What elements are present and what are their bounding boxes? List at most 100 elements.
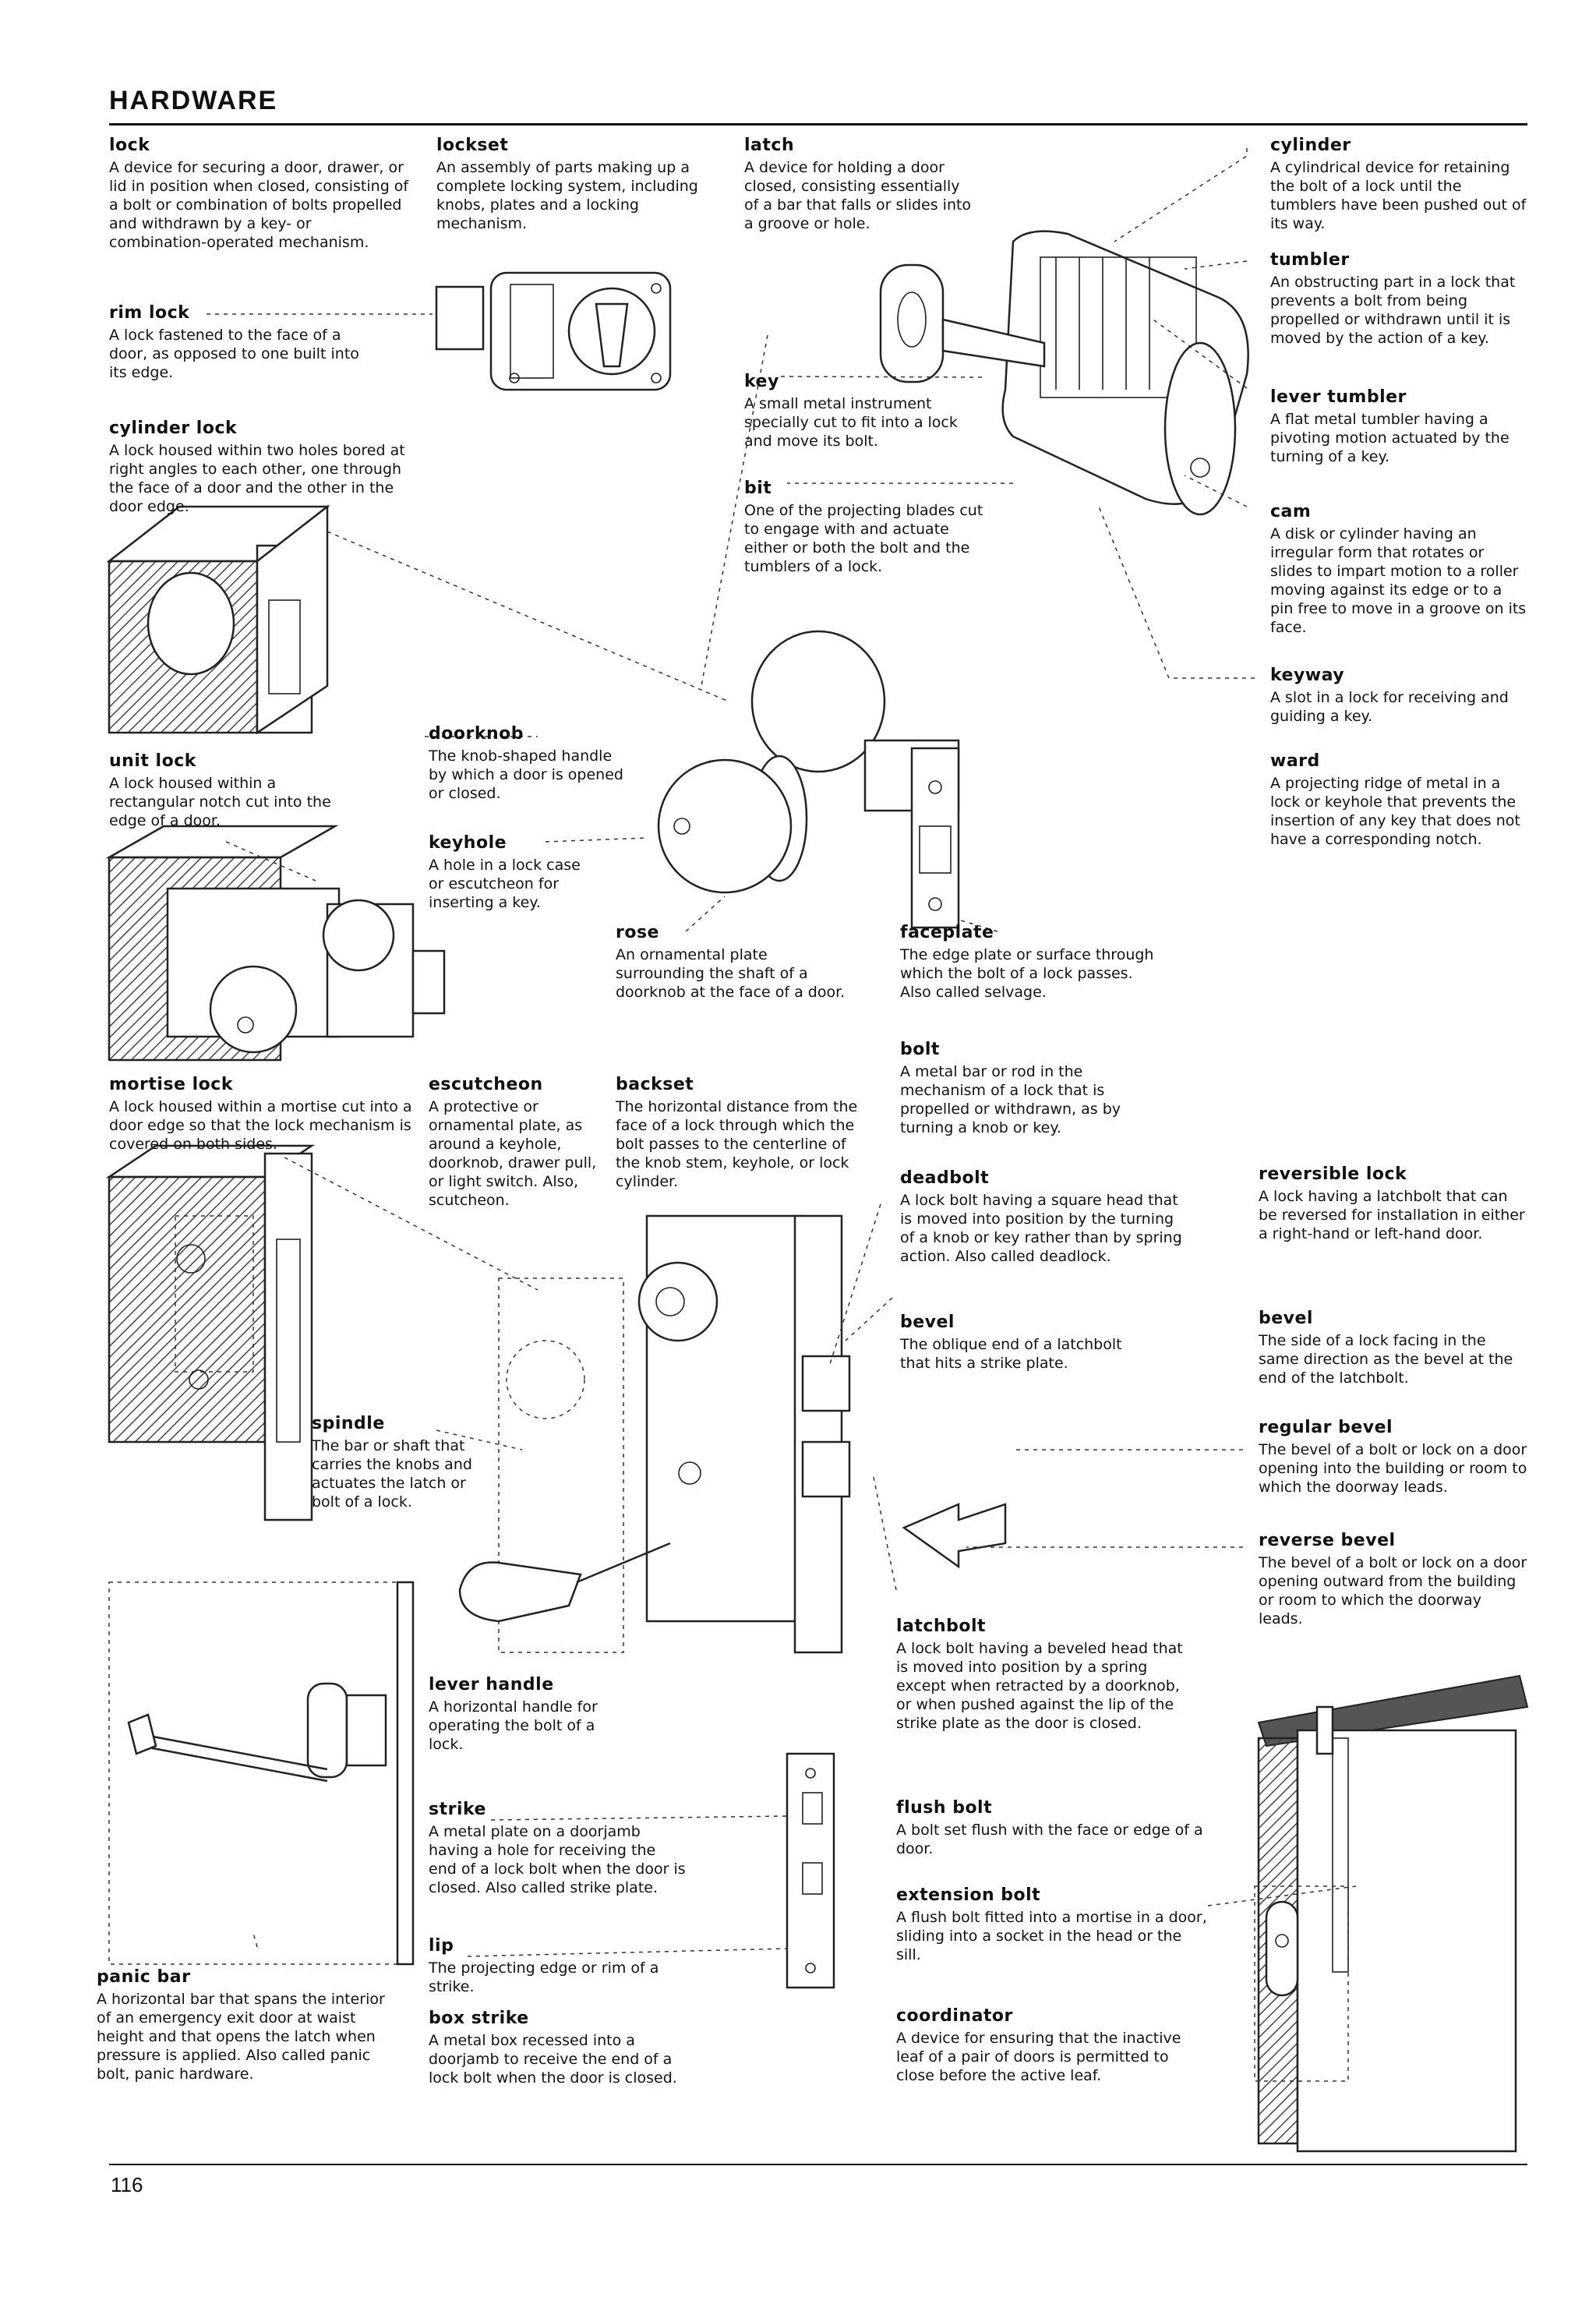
entry-rose: rose An ornamental plate surrounding the… xyxy=(616,924,849,1002)
def-keyhole: A hole in a lock case or escutcheon for … xyxy=(429,857,581,911)
def-cam: A disk or cylinder having an irregular f… xyxy=(1270,525,1527,636)
term-lock: lock xyxy=(109,136,150,155)
extension-bolt-door-illustration xyxy=(1254,1674,1529,2153)
def-reverse-bevel: The bevel of a bolt or lock on a door op… xyxy=(1259,1554,1527,1627)
entry-keyhole: keyhole A hole in a lock case or escutch… xyxy=(429,834,592,912)
term-keyway: keyway xyxy=(1270,666,1345,685)
term-bevel-lock: bevel xyxy=(1259,1309,1313,1328)
footer-rule xyxy=(109,2164,1527,2165)
term-flush-bolt: flush bolt xyxy=(896,1798,993,1818)
entry-bevel-latchbolt: bevel The oblique end of a latchbolt tha… xyxy=(900,1313,1149,1373)
def-cylinder: A cylindrical device for retaining the b… xyxy=(1270,159,1527,232)
entry-bit: bit One of the projecting blades cut to … xyxy=(744,479,994,576)
entry-cam: cam A disk or cylinder having an irregul… xyxy=(1270,503,1527,637)
entry-cylinder-lock: cylinder lock A lock housed within two h… xyxy=(109,419,405,516)
term-mortise-lock: mortise lock xyxy=(109,1075,233,1094)
mortise-lockset-illustration xyxy=(458,1214,851,1654)
term-extension-bolt: extension bolt xyxy=(896,1885,1041,1905)
unit-lock-illustration xyxy=(105,825,446,1062)
entry-lockset: lockset An assembly of parts making up a… xyxy=(436,136,709,233)
term-rim-lock: rim lock xyxy=(109,303,190,323)
page-number: 116 xyxy=(111,2173,143,2196)
entry-bevel-lock: bevel The side of a lock facing in the s… xyxy=(1259,1309,1527,1387)
entry-cylinder: cylinder A cylindrical device for retain… xyxy=(1270,136,1527,233)
entry-lever-handle: lever handle A horizontal handle for ope… xyxy=(429,1676,623,1754)
entry-latchbolt: latchbolt A lock bolt having a beveled h… xyxy=(896,1617,1185,1733)
entry-extension-bolt: extension bolt A flush bolt fitted into … xyxy=(896,1886,1208,1964)
def-tumbler: An obstructing part in a lock that preve… xyxy=(1270,274,1516,347)
term-escutcheon: escutcheon xyxy=(429,1075,543,1094)
entry-escutcheon: escutcheon A protective or ornamental pl… xyxy=(429,1076,616,1210)
strike-plate-illustration xyxy=(786,1752,835,1989)
term-latchbolt: latchbolt xyxy=(896,1617,987,1636)
term-regular-bevel: regular bevel xyxy=(1259,1418,1393,1437)
term-reversible-lock: reversible lock xyxy=(1259,1164,1407,1184)
cylinder-lock-illustration xyxy=(106,504,330,735)
term-keyhole: keyhole xyxy=(429,833,507,853)
def-backset: The horizontal distance from the face of… xyxy=(616,1098,858,1190)
term-lip: lip xyxy=(429,1936,454,1956)
entry-deadbolt: deadbolt A lock bolt having a square hea… xyxy=(900,1169,1188,1266)
def-latchbolt: A lock bolt having a beveled head that i… xyxy=(896,1640,1183,1732)
entry-spindle: spindle The bar or shaft that carries th… xyxy=(312,1415,483,1511)
pin-tumbler-cylinder-illustration xyxy=(879,230,1249,516)
entry-flush-bolt: flush bolt A bolt set flush with the fac… xyxy=(896,1799,1223,1858)
def-regular-bevel: The bevel of a bolt or lock on a door op… xyxy=(1259,1441,1527,1496)
def-mortise-lock: A lock housed within a mortise cut into … xyxy=(109,1098,412,1153)
term-bit: bit xyxy=(744,479,772,498)
entry-ward: ward A projecting ridge of metal in a lo… xyxy=(1270,752,1527,849)
entry-backset: backset The horizontal distance from the… xyxy=(616,1076,865,1191)
term-cam: cam xyxy=(1270,502,1312,521)
def-rose: An ornamental plate surrounding the shaf… xyxy=(616,946,846,1001)
def-panic-bar: A horizontal bar that spans the interior… xyxy=(97,1991,385,2083)
term-faceplate: faceplate xyxy=(900,923,994,942)
entry-panic-bar: panic bar A horizontal bar that spans th… xyxy=(97,1968,401,2083)
def-lip: The projecting edge or rim of a strike. xyxy=(429,1959,659,1995)
def-key: A small metal instrument specially cut t… xyxy=(744,395,958,450)
def-lever-tumbler: A flat metal tumbler having a pivoting m… xyxy=(1270,411,1509,465)
entry-reversible-lock: reversible lock A lock having a latchbol… xyxy=(1259,1165,1527,1243)
term-rose: rose xyxy=(616,923,659,942)
entry-keyway: keyway A slot in a lock for receiving an… xyxy=(1270,666,1527,726)
term-lever-handle: lever handle xyxy=(429,1675,554,1694)
entry-mortise-lock: mortise lock A lock housed within a mort… xyxy=(109,1076,436,1154)
def-lever-handle: A horizontal handle for operating the bo… xyxy=(429,1698,598,1753)
def-unit-lock: A lock housed within a rectangular notch… xyxy=(109,775,331,829)
entry-strike: strike A metal plate on a doorjamb havin… xyxy=(429,1800,686,1897)
panic-bar-illustration xyxy=(108,1581,415,1966)
entry-faceplate: faceplate The edge plate or surface thro… xyxy=(900,924,1165,1002)
term-latch: latch xyxy=(744,136,795,155)
def-faceplate: The edge plate or surface through which … xyxy=(900,946,1154,1001)
entry-tumbler: tumbler An obstructing part in a lock th… xyxy=(1270,251,1527,348)
def-bevel-latchbolt: The oblique end of a latchbolt that hits… xyxy=(900,1336,1122,1372)
term-strike: strike xyxy=(429,1800,486,1819)
def-bit: One of the projecting blades cut to enga… xyxy=(744,502,983,575)
def-lockset: An assembly of parts making up a complet… xyxy=(436,159,698,232)
entry-lever-tumbler: lever tumbler A flat metal tumbler havin… xyxy=(1270,388,1527,466)
def-doorknob: The knob-shaped handle by which a door i… xyxy=(429,747,623,802)
term-bevel-latchbolt: bevel xyxy=(900,1313,955,1332)
term-deadbolt: deadbolt xyxy=(900,1168,990,1188)
def-escutcheon: A protective or ornamental plate, as aro… xyxy=(429,1098,597,1209)
term-coordinator: coordinator xyxy=(896,2006,1013,2026)
term-lever-tumbler: lever tumbler xyxy=(1270,387,1407,407)
leader-lines xyxy=(207,148,1357,1957)
term-box-strike: box strike xyxy=(429,2009,529,2028)
entry-unit-lock: unit lock A lock housed within a rectang… xyxy=(109,752,351,830)
def-ward: A projecting ridge of metal in a lock or… xyxy=(1270,775,1520,848)
entry-reverse-bevel: reverse bevel The bevel of a bolt or loc… xyxy=(1259,1532,1527,1628)
header-rule xyxy=(109,123,1527,125)
entry-key: key A small metal instrument specially c… xyxy=(744,373,978,451)
def-keyway: A slot in a lock for receiving and guidi… xyxy=(1270,689,1509,725)
term-tumbler: tumbler xyxy=(1270,250,1350,270)
term-backset: backset xyxy=(616,1075,694,1094)
term-bolt: bolt xyxy=(900,1040,940,1059)
entry-coordinator: coordinator A device for ensuring that t… xyxy=(896,2007,1208,2085)
term-unit-lock: unit lock xyxy=(109,751,196,771)
entry-lock: lock A device for securing a door, drawe… xyxy=(109,136,413,252)
mortise-lock-illustration xyxy=(105,1144,316,1521)
term-lockset: lockset xyxy=(436,136,509,155)
def-coordinator: A device for ensuring that the inactive … xyxy=(896,2030,1181,2084)
entry-box-strike: box strike A metal box recessed into a d… xyxy=(429,2009,694,2087)
